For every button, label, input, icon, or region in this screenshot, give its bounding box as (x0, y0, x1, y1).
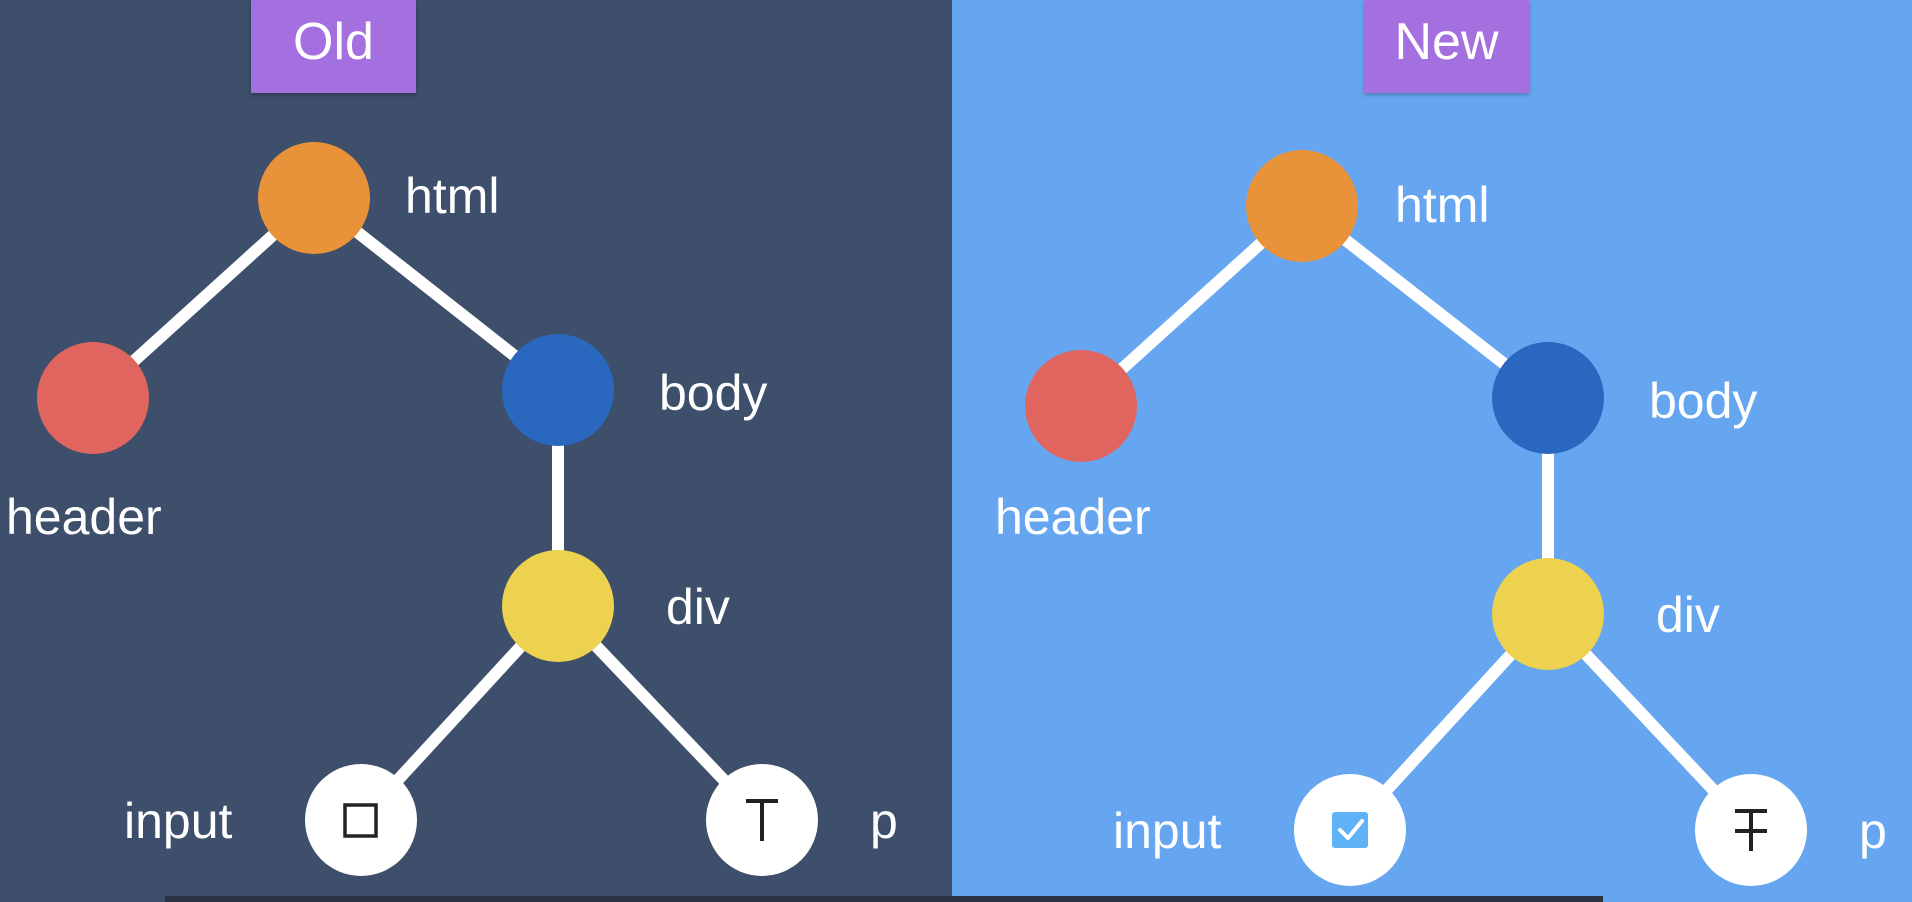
new-p-label: p (1859, 803, 1887, 859)
old-input-node (305, 764, 417, 876)
old-edges (88, 193, 767, 825)
strikethrough-t-icon (1735, 809, 1767, 851)
new-header-label: header (995, 489, 1151, 545)
old-body-node (502, 334, 614, 446)
checked-checkbox-icon (1332, 812, 1368, 848)
old-p-label: p (870, 793, 898, 849)
new-input-label: input (1113, 803, 1222, 859)
old-input-label: input (124, 793, 233, 849)
new-header-node (1025, 350, 1137, 462)
new-html-label: html (1395, 177, 1490, 233)
new-html-node (1246, 150, 1358, 262)
new-tree-diagram (1025, 150, 1807, 886)
empty-checkbox-icon (343, 803, 378, 838)
old-div-label: div (666, 579, 730, 635)
old-tree-diagram (37, 142, 818, 876)
old-header-node (37, 342, 149, 454)
new-body-node (1492, 342, 1604, 454)
new-title-badge: New (1364, 0, 1529, 93)
old-header-label: header (6, 489, 162, 545)
old-div-node (502, 550, 614, 662)
old-title-badge: Old (251, 0, 416, 93)
old-tree-panel: Old html header body div input p (0, 0, 952, 902)
old-html-label: html (405, 168, 500, 224)
text-t-icon (746, 799, 778, 841)
new-edges (1076, 201, 1756, 835)
bottom-divider-bar (165, 896, 1603, 902)
new-div-label: div (1656, 587, 1720, 643)
new-tree-panel: New html header body div input p (952, 0, 1912, 902)
new-body-label: body (1649, 373, 1758, 429)
new-div-node (1492, 558, 1604, 670)
old-body-label: body (659, 365, 768, 421)
old-html-node (258, 142, 370, 254)
